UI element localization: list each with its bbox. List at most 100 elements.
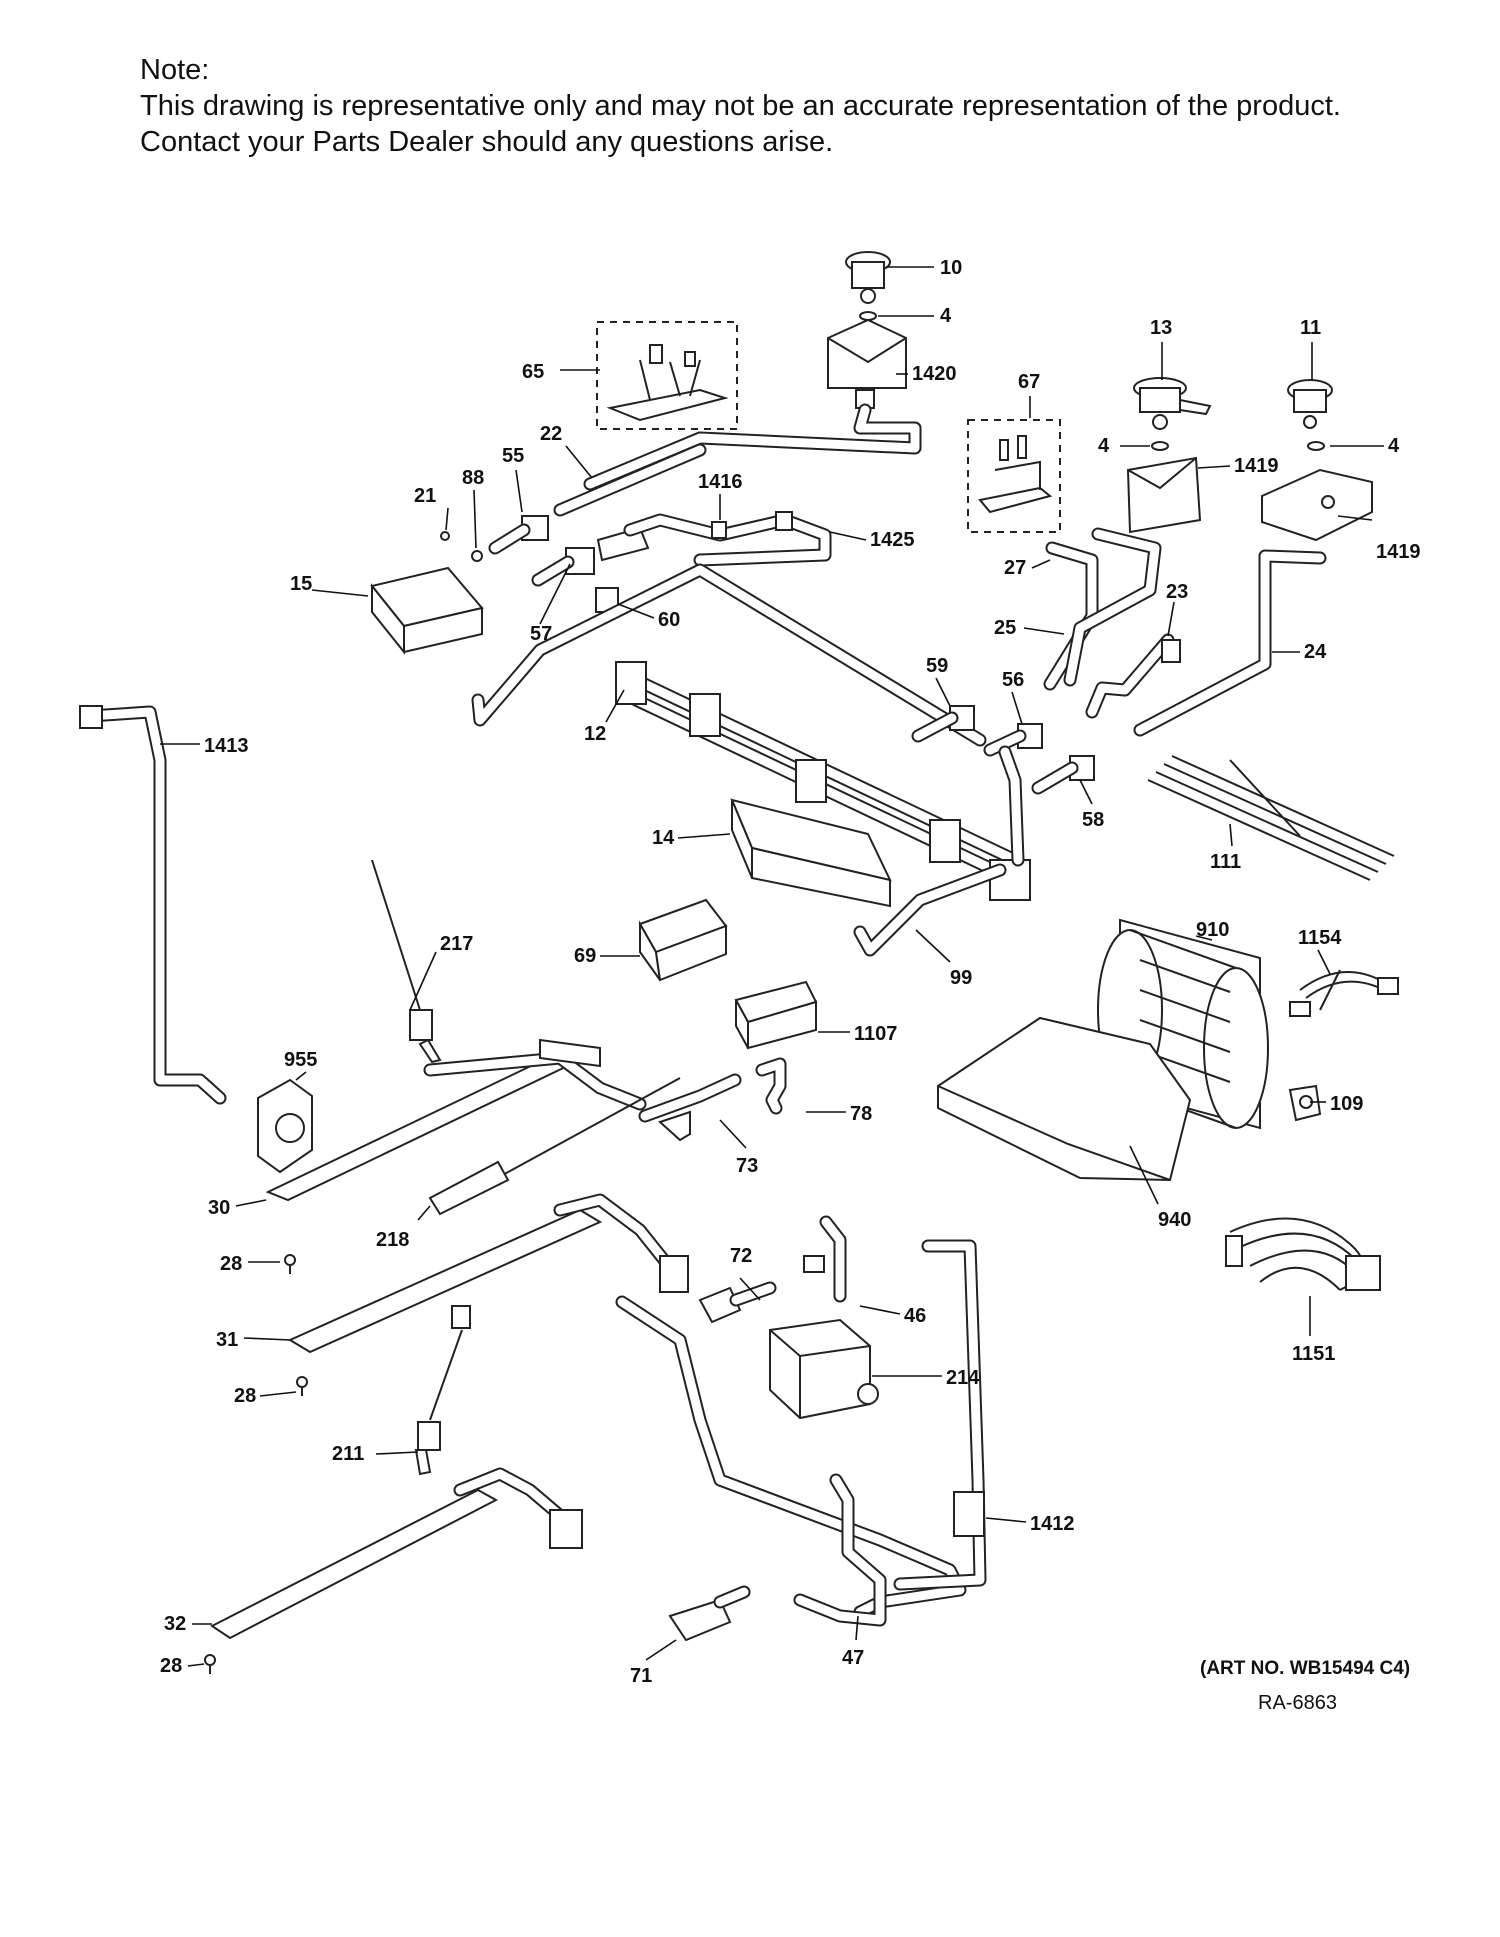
callout-60: 60	[658, 609, 680, 631]
callout-1413: 1413	[204, 735, 249, 757]
callout-65: 65	[522, 361, 544, 383]
callout-1425: 1425	[870, 529, 915, 551]
callout-4-right: 4	[1388, 435, 1400, 457]
part-module-1107	[734, 980, 818, 1050]
part-valve-56	[983, 723, 1043, 757]
part-harness-1154	[1289, 969, 1399, 1017]
callout-4-top: 4	[940, 305, 952, 327]
part-shield-1419-left	[1126, 456, 1202, 534]
part-screw-88	[471, 550, 483, 562]
callout-15: 15	[290, 573, 312, 595]
part-valve-bracket-65	[606, 344, 729, 422]
part-fitting-73	[658, 1110, 691, 1142]
note-line-2: Contact your Parts Dealer should any que…	[140, 126, 834, 158]
callout-73: 73	[736, 1155, 758, 1177]
part-fitting-72	[698, 1281, 777, 1324]
part-wiring-111	[1147, 755, 1395, 881]
callout-32: 32	[164, 1613, 186, 1635]
part-fitting-1416	[711, 521, 727, 539]
part-regulator-214	[769, 1318, 879, 1420]
part-screw-28-mid	[296, 1376, 308, 1396]
part-valve-bracket-67	[978, 435, 1053, 514]
leader-lines	[160, 266, 1384, 1667]
part-bracket-69	[638, 898, 728, 982]
callout-109: 109	[1330, 1093, 1363, 1115]
callout-10: 10	[940, 257, 962, 279]
part-shield-1420	[827, 318, 907, 409]
callout-1416: 1416	[698, 471, 743, 493]
part-screw-21	[440, 531, 450, 541]
part-housing-940	[937, 1016, 1192, 1182]
callout-1419-right: 1419	[1376, 541, 1421, 563]
note-heading: Note:	[140, 54, 210, 86]
callout-28-top: 28	[220, 1253, 242, 1275]
callout-14: 14	[652, 827, 675, 849]
part-bracket-15	[370, 566, 484, 655]
part-valve-57	[531, 526, 650, 587]
callout-labels: 10 4 1420 65 13 11 67 4 4 1419 1419 22 5…	[160, 257, 1421, 1687]
callout-56: 56	[1002, 669, 1024, 691]
callout-218: 218	[376, 1229, 409, 1251]
part-bracket-14	[730, 798, 892, 908]
callout-1151: 1151	[1292, 1343, 1335, 1365]
callout-12: 12	[584, 723, 606, 745]
callout-211: 211	[332, 1443, 364, 1465]
callout-59: 59	[926, 655, 948, 677]
callout-1154: 1154	[1298, 927, 1342, 949]
part-burner-31	[287, 1193, 689, 1354]
kit-outline-65	[596, 321, 738, 430]
ra-code: RA-6863	[1258, 1692, 1337, 1714]
part-burner-valve-10	[845, 251, 891, 304]
part-burner-32	[210, 1467, 583, 1640]
callout-46: 46	[904, 1305, 926, 1327]
part-fitting-1425	[775, 511, 793, 531]
callout-28-mid: 28	[234, 1385, 256, 1407]
part-valve-955	[257, 1078, 313, 1174]
callout-22: 22	[540, 423, 562, 445]
callout-28-bottom: 28	[160, 1655, 182, 1677]
part-tube-1412	[953, 1491, 985, 1537]
part-fitting-1413	[79, 705, 103, 729]
part-valve-59	[911, 705, 975, 743]
part-valve-58	[1031, 755, 1095, 795]
callout-27: 27	[1004, 557, 1026, 579]
callout-955: 955	[284, 1049, 317, 1071]
part-shield-1419-right	[1261, 468, 1373, 542]
callout-57: 57	[530, 623, 552, 645]
callout-69: 69	[574, 945, 596, 967]
callout-111: 111	[1210, 851, 1241, 873]
part-valve-55	[488, 515, 549, 555]
part-igniter-211	[414, 1305, 471, 1476]
callout-24: 24	[1304, 641, 1327, 663]
callout-99: 99	[950, 967, 972, 989]
callout-67: 67	[1018, 371, 1040, 393]
part-manifold-12	[615, 661, 1031, 901]
callout-1107: 1107	[854, 1023, 897, 1045]
part-orifice-23	[1161, 639, 1181, 663]
callout-214: 214	[946, 1367, 980, 1389]
callout-47: 47	[842, 1647, 864, 1669]
callout-72: 72	[730, 1245, 752, 1267]
callout-940: 940	[1158, 1209, 1191, 1231]
callout-78: 78	[850, 1103, 872, 1125]
part-screw-28-top	[284, 1254, 296, 1274]
part-burner-valve-13	[1133, 377, 1212, 430]
callout-23: 23	[1166, 581, 1188, 603]
disclaimer-note: Note: This drawing is representative onl…	[140, 52, 1341, 160]
callout-71: 71	[630, 1665, 652, 1687]
callout-25: 25	[994, 617, 1016, 639]
callout-58: 58	[1082, 809, 1104, 831]
art-number: (ART NO. WB15494 C4)	[1200, 1658, 1411, 1679]
part-fitting-46	[803, 1255, 825, 1273]
callout-1420: 1420	[912, 363, 957, 385]
callout-31: 31	[216, 1329, 238, 1351]
part-sensor-218	[428, 1077, 681, 1216]
callout-13: 13	[1150, 317, 1172, 339]
callout-55: 55	[502, 445, 524, 467]
part-switch-109	[1288, 1084, 1322, 1122]
kit-outline-67	[967, 419, 1061, 533]
part-washer-4-top	[859, 311, 877, 321]
part-washer-4-right	[1307, 441, 1325, 451]
part-harness-1151	[1225, 1217, 1381, 1291]
